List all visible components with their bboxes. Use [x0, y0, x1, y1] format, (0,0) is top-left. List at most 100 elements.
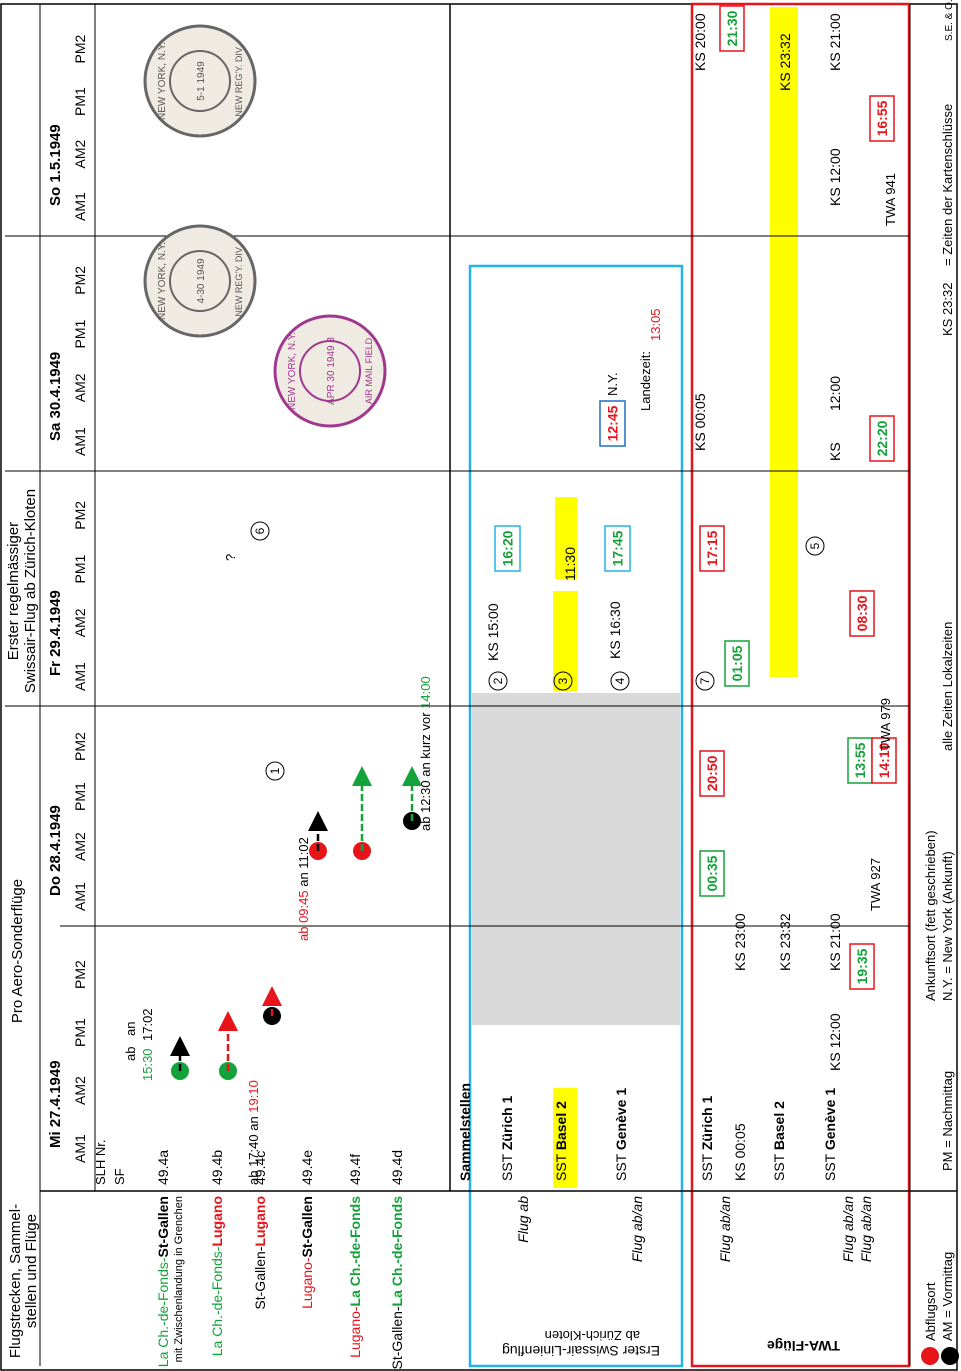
landezeit-time: 13:05 — [648, 308, 663, 341]
ks-0005: KS 00:05 — [732, 1123, 748, 1181]
legend-dot-black — [941, 1347, 959, 1365]
time-0105-box — [724, 640, 750, 687]
twa-side-label: TWA-Flüge — [767, 1338, 840, 1354]
twa-flug-label-2: Flug ab/an — [858, 1196, 874, 1262]
postmark-city: NEW YORK, N.Y. — [157, 42, 168, 120]
legend-pm: PM = Nachmittag — [940, 1071, 955, 1171]
time-0830-box — [849, 590, 875, 637]
period-label: PM2 — [72, 501, 88, 530]
twa-sammelstelle: SST Zürich 1 — [699, 1095, 715, 1181]
route-e-times: ab 09:45 an 11:02 — [296, 837, 311, 941]
yellow-band-twa — [770, 7, 798, 677]
route-c-times: ab 17:40 an 19:10 — [246, 1080, 261, 1185]
ks-0005-b: KS 00:05 — [692, 393, 708, 451]
time-2050-box — [699, 750, 725, 797]
legend-ks: KS 23:32 — [940, 283, 955, 337]
time-2050-label: 20:50 — [704, 755, 720, 791]
postmark-date: 5-1 1949 — [196, 61, 207, 101]
ks-2332: KS 23:32 — [777, 913, 793, 971]
time-1715-label: 17:15 — [704, 530, 720, 566]
time-0035-box — [699, 850, 725, 897]
period-label: AM2 — [72, 1076, 88, 1105]
time-1715-box — [699, 525, 725, 572]
left-title: Flugstrecken, Sammel- — [7, 1204, 24, 1358]
sammelstelle-name: SST Zürich 1 — [499, 1095, 515, 1181]
time-1655-box — [869, 95, 895, 142]
time-1355-label: 13:55 — [852, 742, 868, 778]
time-0105-label: 01:05 — [729, 645, 745, 681]
footnote-number: 6 — [253, 527, 267, 534]
twa941: TWA 941 — [883, 173, 898, 226]
day-header: Mi 27.4.1949 — [47, 1060, 64, 1148]
footnote-number: 7 — [698, 677, 712, 684]
sammelstellen-heading: Sammelstellen — [457, 1083, 473, 1181]
period-label: PM2 — [72, 960, 88, 989]
postmark-footer: AIR MAIL FIELD — [364, 337, 374, 404]
day-header: Sa 30.4.1949 — [47, 352, 64, 441]
time-1745-box — [604, 525, 631, 572]
footnote-number: 4 — [613, 677, 627, 684]
time-1655-label: 16:55 — [874, 100, 890, 136]
outer-frame — [0, 3, 958, 1371]
time-2220-label: 22:20 — [874, 420, 890, 456]
postmark-city: NEW YORK, N.Y. — [287, 332, 298, 410]
footnote-circle — [695, 671, 715, 691]
postmark-date: 4-30 1949 — [196, 258, 207, 303]
period-label: PM2 — [72, 35, 88, 64]
period-label: PM1 — [72, 1018, 88, 1047]
route-name: Lugano-St-Gallen — [299, 1196, 315, 1309]
period-label: PM1 — [72, 782, 88, 811]
day-header: Do 28.4.1949 — [47, 805, 64, 896]
swissair-side-label: Erster Swissair-Linienflug — [502, 1343, 660, 1359]
ks-1200: KS 12:00 — [827, 1013, 843, 1071]
legend-dot-red — [921, 1347, 939, 1365]
route-name: St-Gallen-Lugano — [252, 1196, 268, 1310]
period-label: AM1 — [72, 1134, 88, 1163]
time-1245-label: 12:45 — [605, 405, 621, 441]
time-1935-label: 19:35 — [854, 948, 870, 984]
postmark-date: APR 30 1949 8 — [326, 337, 337, 405]
route-subtitle: mit Zwischenlandung in Grenchen — [173, 1196, 185, 1362]
legend-ankunftsort: Ankunftsort (fett geschrieben) — [923, 830, 938, 1001]
twa-flug-label: Flug ab/an — [840, 1196, 856, 1262]
footnote-circle — [553, 671, 573, 691]
period-label: AM1 — [72, 427, 88, 456]
period-label: AM2 — [72, 140, 88, 169]
ks-2100: KS 21:00 — [827, 913, 843, 971]
an-label: an — [123, 1022, 138, 1036]
time-arr: 17:02 — [140, 1008, 155, 1041]
period-label: AM1 — [72, 192, 88, 221]
footnote-circle — [805, 536, 825, 556]
ks-1200-b: KS 12:00 — [827, 148, 843, 206]
footnote-number: 1 — [268, 767, 282, 774]
slh-number: 49.4e — [299, 1150, 315, 1185]
legend-lokal: alle Zeiten Lokalzeiten — [940, 622, 955, 751]
gray-area — [472, 693, 680, 1025]
twa-box — [690, 2, 911, 1368]
day-header: Fr 29.4.1949 — [47, 590, 64, 676]
slh-number: 49.4f — [347, 1154, 363, 1185]
ks-2332-b: KS 23:32 — [777, 33, 793, 91]
slh-label: SLH Nr. — [93, 1139, 108, 1185]
legend-ks-def: = Zeiten der Kartenschlüsse — [940, 104, 955, 266]
time-1245-box — [599, 400, 626, 447]
ks-2300: KS 23:00 — [732, 913, 748, 971]
legend-abflugsort: Abflugsort — [923, 1282, 938, 1341]
period-label: AM1 — [72, 662, 88, 691]
route-name: La Ch.-de-Fonds-Lugano — [209, 1196, 225, 1356]
pro-aero-title: Pro Aero-Sonderflüge — [9, 879, 26, 1023]
flug-label: Flug ab/an — [629, 1196, 645, 1262]
postmark-footer: NEW REG'Y. DIV. — [234, 245, 244, 316]
sammelstelle-name: SST Genève 1 — [613, 1088, 629, 1181]
landezeit-label: Landezeit: — [638, 351, 653, 411]
twa-flug-label: Flug ab/an — [717, 1196, 733, 1262]
slh-number: 49.4b — [209, 1150, 225, 1185]
ks-2000: KS 20:00 — [692, 13, 708, 71]
ks-1500: KS 15:00 — [485, 603, 501, 661]
time-2130-label: 21:30 — [724, 10, 740, 46]
period-label: AM1 — [72, 882, 88, 911]
swissair-side-label-2: ab Zürich-Kloten — [545, 1328, 640, 1343]
swissair-box — [468, 264, 684, 1368]
